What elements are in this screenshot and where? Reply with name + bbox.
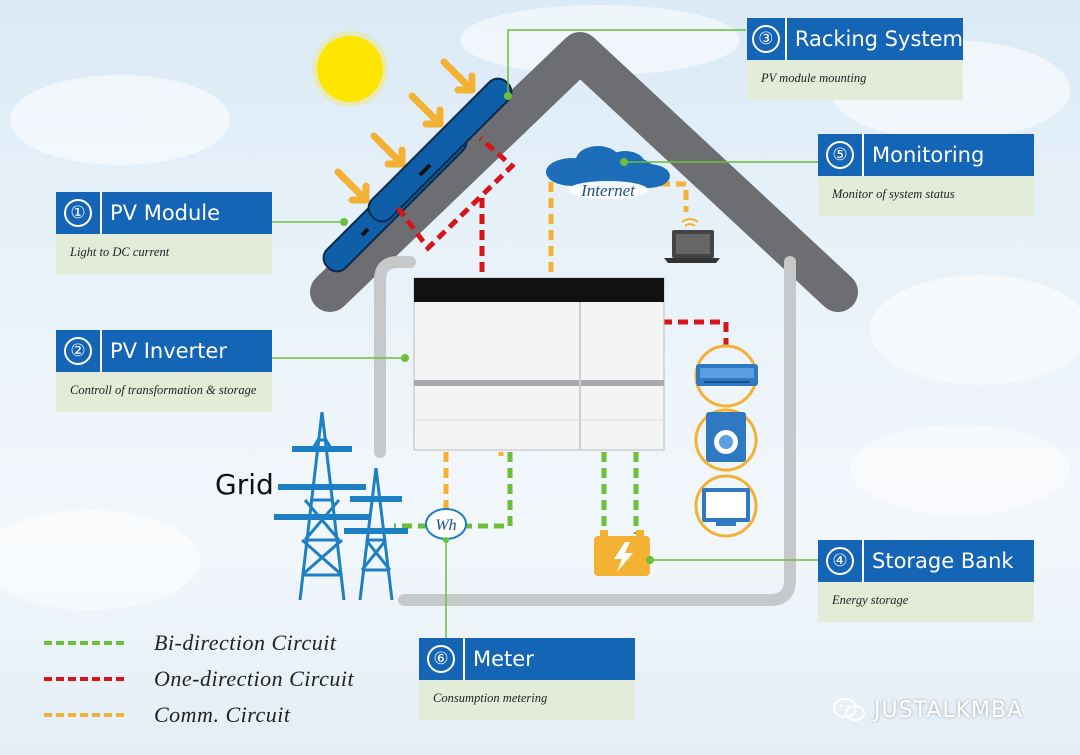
sunlight-arrows	[334, 58, 476, 204]
battery-icon	[594, 530, 650, 576]
laptop-icon	[664, 230, 720, 263]
callout-title: Racking System	[794, 27, 963, 51]
watermark-text: JUSTALKMBA	[874, 697, 1024, 723]
sun-icon	[312, 31, 388, 107]
callout-number: ⑤	[826, 141, 854, 169]
callout-pv-inverter: ② PV Inverter Controll of transformation…	[56, 330, 272, 412]
legend-bi-direction: Bi-direction Circuit	[44, 630, 337, 656]
callout-pv-module: ① PV Module Light to DC current	[56, 192, 272, 274]
callout-number: ②	[64, 337, 92, 365]
callout-number: ③	[751, 25, 780, 53]
callout-description: Energy storage	[832, 593, 909, 607]
callout-monitoring: ⑤ Monitoring Monitor of system status	[818, 134, 1034, 216]
transmission-tower-icon	[276, 411, 406, 601]
callout-header: ③ Racking System	[747, 18, 963, 60]
internet-label: Internet	[580, 181, 636, 200]
legend-label: Comm. Circuit	[154, 702, 291, 727]
callout-title: Meter	[473, 647, 534, 671]
callout-header: ④ Storage Bank	[818, 540, 1034, 582]
callout-title: PV Module	[110, 201, 221, 225]
legend-swatch	[44, 641, 124, 645]
legend-label: Bi-direction Circuit	[154, 630, 337, 655]
callout-title: PV Inverter	[110, 339, 227, 363]
meter-icon: Wh	[425, 508, 467, 540]
callout-description: Consumption metering	[433, 691, 548, 705]
callout-header: ⑤ Monitoring	[818, 134, 1034, 176]
callout-meter: ⑥ Meter Consumption metering	[419, 638, 635, 720]
tv-icon	[694, 474, 758, 538]
callout-header: ⑥ Meter	[419, 638, 635, 680]
callout-racking-system: ③ Racking System PV module mounting	[747, 18, 963, 100]
house-roof	[310, 32, 858, 312]
legend-one-direction: One-direction Circuit	[44, 666, 354, 692]
legend-swatch	[44, 677, 124, 681]
comm-circuits	[443, 181, 689, 512]
legend-comm: Comm. Circuit	[44, 702, 290, 728]
callout-description: Monitor of system status	[832, 187, 955, 201]
tower-insulators	[274, 446, 408, 534]
wechat-icon	[833, 698, 865, 721]
grid-label: Grid	[215, 468, 274, 501]
callout-number: ⑥	[427, 645, 455, 673]
callout-number: ①	[64, 199, 92, 227]
wifi-icon	[681, 218, 699, 227]
one-direction-circuits	[396, 136, 729, 346]
callout-description: PV module mounting	[761, 71, 867, 85]
house-walls	[374, 256, 796, 606]
callout-number: ④	[826, 547, 854, 575]
watermark: JUSTALKMBA	[832, 697, 1023, 723]
callout-title: Storage Bank	[872, 549, 1014, 573]
callout-storage-bank: ④ Storage Bank Energy storage	[818, 540, 1034, 622]
callout-description: Light to DC current	[70, 245, 170, 259]
solar-panel-icon	[322, 77, 513, 273]
legend-label: One-direction Circuit	[154, 666, 355, 691]
bi-direction-circuits	[394, 452, 639, 534]
callout-connectors	[272, 29, 818, 640]
washing-machine-icon	[694, 408, 758, 472]
connector-dots	[340, 92, 654, 564]
callout-description: Controll of transformation & storage	[70, 383, 257, 397]
inverter-unit	[413, 277, 665, 451]
callout-title: Monitoring	[872, 143, 985, 167]
air-conditioner-icon	[694, 344, 758, 408]
legend-swatch	[44, 713, 124, 717]
meter-symbol: Wh	[435, 517, 456, 534]
callout-header: ① PV Module	[56, 192, 272, 234]
callout-header: ② PV Inverter	[56, 330, 272, 372]
